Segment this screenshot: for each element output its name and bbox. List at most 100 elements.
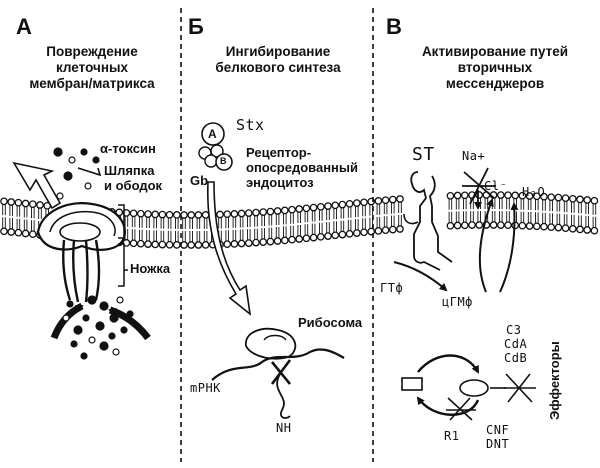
lipid-head — [0, 227, 8, 236]
lipid-head — [324, 232, 332, 240]
lipid-head — [280, 236, 289, 245]
lipid-head — [496, 191, 505, 199]
efflux-arrow-right — [108, 306, 151, 341]
panel-c-drawing — [393, 167, 536, 421]
lipid-head — [590, 226, 599, 235]
lipid-head — [460, 221, 469, 230]
lipid-tail — [448, 211, 453, 223]
lipid-head — [388, 195, 397, 204]
lipid-tail — [319, 210, 323, 221]
lipid-tail — [477, 211, 481, 222]
lipid-tail — [182, 218, 186, 229]
lipid-head — [288, 205, 296, 214]
stx-subunit-b-cluster — [198, 144, 233, 171]
lipid-tail — [275, 227, 280, 238]
lipid-tail — [563, 201, 568, 213]
cap-rim-label-line-1: Шляпка — [104, 163, 155, 178]
lipid-tail — [398, 202, 402, 213]
lipid-tail — [391, 215, 395, 227]
lipid-head — [331, 231, 340, 240]
lipid-tail — [491, 211, 496, 222]
receptor-label-line-1: Рецептор- — [246, 145, 312, 160]
lipid-head — [295, 205, 304, 213]
gtp-to-cgmp-arrow — [393, 261, 448, 292]
lipid-tail — [203, 230, 208, 242]
panel-b-drawing — [198, 122, 345, 419]
lipid-head — [158, 240, 167, 249]
cycle-arrow-bottom — [416, 396, 480, 416]
lipid-head — [352, 229, 361, 237]
lipid-head — [172, 211, 181, 219]
lipid-head — [280, 206, 289, 215]
lipid-head — [518, 191, 527, 200]
lipid-head — [316, 202, 325, 211]
cdb-label: CdB — [504, 351, 528, 365]
lipid-tail — [311, 223, 316, 235]
toxin-dot — [112, 348, 120, 356]
lipid-tail — [160, 230, 165, 242]
lipid-head — [158, 210, 167, 219]
lipid-head — [309, 233, 318, 242]
lipid-tail — [563, 214, 568, 225]
toxin-dot — [84, 182, 92, 190]
lipid-head — [396, 195, 404, 203]
lipid-head — [453, 191, 462, 200]
lipid-head — [532, 192, 541, 201]
lipid-tail — [139, 216, 143, 228]
lipid-tail — [506, 211, 510, 222]
lipid-head — [345, 229, 354, 238]
lipid-tail — [319, 222, 323, 234]
toxin-dot — [70, 340, 78, 348]
lipid-tail — [247, 229, 251, 240]
lipid-tail — [592, 203, 597, 215]
lipid-tail — [2, 217, 6, 229]
lipid-head — [338, 200, 347, 209]
lipid-head — [129, 209, 138, 218]
lipid-head — [194, 211, 203, 219]
lipid-tail — [535, 212, 539, 224]
lipid-tail — [2, 204, 6, 216]
lipid-bilayer-membrane — [0, 191, 599, 249]
lipid-head — [122, 209, 131, 217]
lipid-head — [151, 240, 160, 249]
lipid-tail — [239, 229, 244, 241]
lipid-head — [36, 201, 44, 209]
lipid-tail — [333, 221, 337, 233]
dnt-label: DNT — [486, 437, 510, 451]
lipid-tail — [290, 212, 294, 224]
lipid-tail — [355, 219, 359, 230]
stx-subunit-a-label: A — [208, 127, 217, 141]
lipid-tail — [340, 207, 345, 219]
toxin-dot — [95, 321, 105, 331]
lipid-tail — [160, 217, 165, 229]
lipid-head — [460, 191, 469, 200]
lipid-head — [468, 221, 476, 229]
panel-a-letter: А — [16, 14, 32, 39]
toxin-dot — [62, 314, 70, 322]
panel-a-heading-line-1: Повреждение — [46, 44, 138, 59]
lipid-head — [446, 221, 455, 230]
lipid-head — [14, 198, 23, 207]
toxin-entry-arrow — [12, 161, 62, 210]
lipid-tail — [527, 199, 532, 210]
toxin-dot — [88, 336, 96, 344]
lipid-head — [331, 201, 340, 210]
mrna-label: mPHK — [190, 381, 221, 395]
panel-c-heading-line-3: мессенджеров — [445, 75, 545, 91]
lipid-tail — [355, 206, 359, 218]
lipid-head — [309, 203, 318, 212]
lipid-head — [165, 210, 174, 219]
lipid-tail — [175, 218, 179, 229]
lipid-head — [273, 237, 282, 245]
lipid-tail — [167, 230, 172, 242]
lipid-tail — [326, 209, 330, 221]
lipid-tail — [268, 214, 273, 226]
panel-a-drawing — [12, 147, 151, 360]
lipid-head — [338, 230, 347, 239]
panel-b-heading-line-2: белкового синтеза — [215, 59, 341, 75]
lipid-tail — [304, 211, 309, 223]
panel-a-heading-line-2: клеточных — [55, 59, 129, 75]
effectors-label: Эффекторы — [547, 341, 562, 420]
lipid-tail — [347, 207, 352, 218]
lipid-tail — [261, 228, 265, 239]
